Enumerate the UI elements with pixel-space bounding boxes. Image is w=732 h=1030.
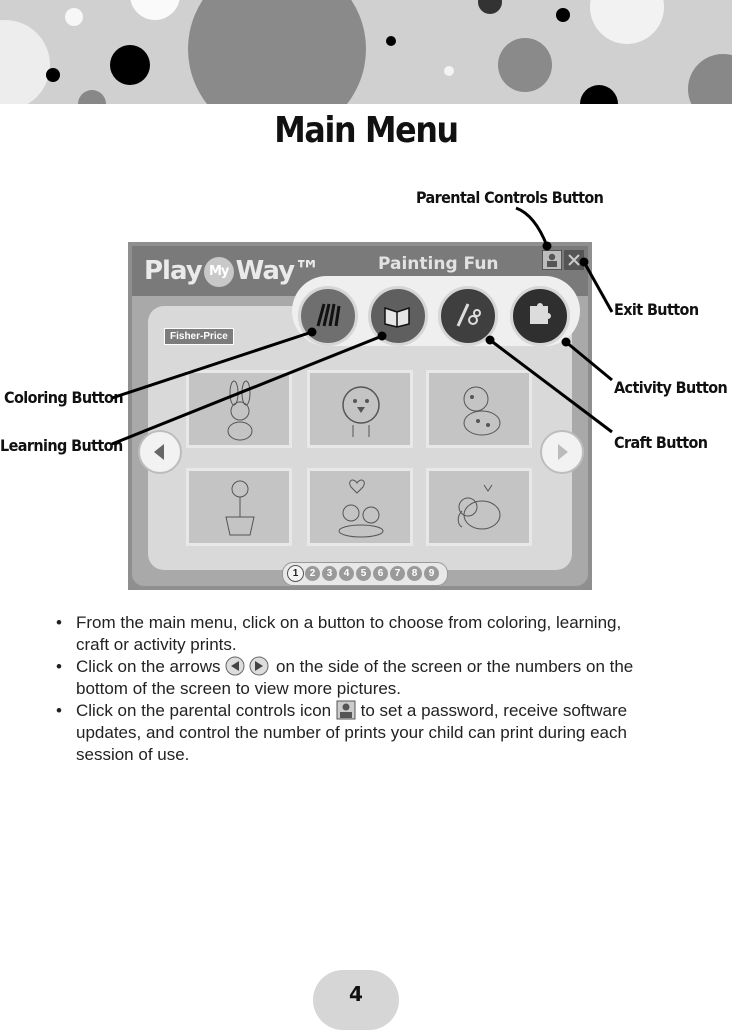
screen-title: Painting Fun (378, 254, 499, 274)
left-arrow-icon (154, 444, 164, 460)
page-title: Main Menu (274, 110, 459, 151)
instruction-text: on the side of the screen or the numbers… (76, 657, 634, 698)
logo-play-text: Play (144, 256, 203, 286)
decor-dot (444, 66, 454, 76)
page-number-bar: 1 2 3 4 5 6 7 8 9 (282, 562, 448, 586)
callout-activity: Activity Button (614, 378, 728, 397)
arrows-inline-icon (225, 656, 269, 676)
crayons-icon (316, 303, 341, 327)
callout-craft: Craft Button (614, 433, 708, 452)
decor-dot (130, 0, 180, 20)
decor-dot (0, 20, 50, 104)
fisher-price-logo: Fisher-Price (164, 328, 234, 345)
exit-button[interactable] (564, 250, 584, 270)
picture-thumbnail-puppies[interactable] (307, 468, 413, 546)
parental-controls-button[interactable] (542, 250, 562, 270)
decor-dot (46, 68, 60, 82)
logo-way-text: Way™ (235, 256, 320, 286)
page-number-8[interactable]: 8 (407, 566, 422, 581)
decorative-dot-banner (0, 0, 732, 104)
parent-icon (547, 253, 557, 267)
puppies-icon (338, 479, 384, 538)
coloring-button[interactable] (298, 286, 358, 346)
callout-parental-controls: Parental Controls Button (416, 188, 604, 207)
instruction-list: From the main menu, click on a button to… (56, 612, 656, 766)
picture-thumbnail-leopard[interactable] (426, 370, 532, 448)
page-number-5[interactable]: 5 (356, 566, 371, 581)
picture-thumbnail-flower-pot[interactable] (186, 468, 292, 546)
flower-pot-icon (225, 480, 255, 536)
page-number-4[interactable]: 4 (339, 566, 354, 581)
page-number: 4 (349, 982, 363, 1006)
decor-dot (65, 8, 83, 26)
instruction-text: Click on the arrows (76, 657, 221, 676)
craft-button[interactable] (438, 286, 498, 346)
decor-dot (386, 36, 396, 46)
decor-dot (688, 54, 732, 104)
page-number-1[interactable]: 1 (287, 565, 304, 582)
page-number-2[interactable]: 2 (305, 566, 320, 581)
instruction-text: Click on the parental controls icon (76, 701, 332, 720)
decor-dot (478, 0, 502, 14)
callout-exit: Exit Button (614, 300, 699, 319)
decor-dot (556, 8, 570, 22)
bunny-icon (227, 380, 253, 441)
page-number-6[interactable]: 6 (373, 566, 388, 581)
decor-dot (188, 0, 366, 104)
previous-page-button[interactable] (138, 430, 182, 474)
book-icon (384, 306, 410, 328)
picture-thumbnail-bunny[interactable] (186, 370, 292, 448)
learning-button[interactable] (368, 286, 428, 346)
instruction-text: to set a password, receive software upda… (76, 701, 628, 764)
page-number-3[interactable]: 3 (322, 566, 337, 581)
parent-inline-icon (336, 700, 356, 720)
next-page-button[interactable] (540, 430, 584, 474)
decor-dot (580, 85, 618, 104)
callout-learning: Learning Button (0, 436, 123, 455)
close-icon (568, 254, 580, 266)
activity-button[interactable] (510, 286, 570, 346)
chick-icon (342, 386, 380, 437)
picture-thumbnail-chick[interactable] (307, 370, 413, 448)
decor-dot (78, 90, 106, 104)
instruction-text: From the main menu, click on a button to… (76, 613, 622, 654)
elephant-icon (457, 484, 501, 530)
decor-dot (590, 0, 664, 44)
instruction-item: From the main menu, click on a button to… (56, 612, 656, 656)
leopard-icon (463, 386, 501, 436)
picture-thumbnail-elephant[interactable] (426, 468, 532, 546)
instruction-item: Click on the parental controls icon to s… (56, 700, 656, 766)
callout-coloring: Coloring Button (4, 388, 124, 407)
decor-dot (498, 38, 552, 92)
instruction-item: Click on the arrows on the side of the s… (56, 656, 656, 700)
right-arrow-icon (558, 444, 568, 460)
scissors-pencil-icon (456, 303, 481, 327)
puzzle-icon (530, 303, 551, 324)
decor-dot (110, 45, 150, 85)
page-number-9[interactable]: 9 (424, 566, 439, 581)
page-number-7[interactable]: 7 (390, 566, 405, 581)
logo-my-badge: My (203, 256, 234, 287)
